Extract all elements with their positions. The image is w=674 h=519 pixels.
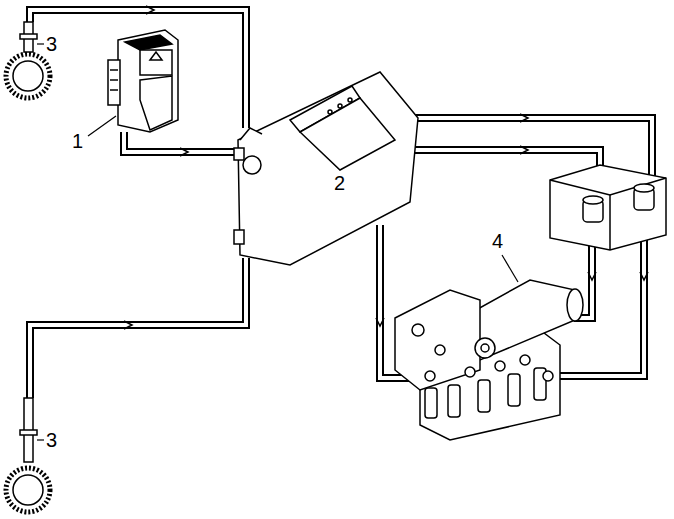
hydraulic-modulator: [567, 289, 583, 321]
wheel-speed-sensor: [13, 61, 43, 91]
relay-box: [550, 165, 666, 250]
signal-wire: [30, 258, 246, 398]
abs-switch: [110, 89, 118, 91]
callout-number: 1: [72, 130, 83, 152]
hydraulic-modulator: [412, 324, 424, 336]
wheel-speed-sensor: [6, 54, 50, 98]
leader-line: [88, 116, 116, 136]
flow-arrow: [146, 6, 154, 14]
control-module: [328, 110, 332, 114]
leader-line: [37, 44, 518, 440]
leader-line: [502, 255, 518, 282]
flow-arrow: [640, 272, 648, 280]
hydraulic-modulator: [478, 380, 490, 412]
signal-wire: [124, 132, 236, 152]
wheel-speed-sensor: [20, 34, 37, 39]
abs-switch: [110, 69, 118, 71]
hydraulic-modulator: [508, 374, 520, 406]
callout-number: 3: [46, 429, 57, 451]
control-module: [348, 98, 352, 102]
relay-box: [634, 184, 654, 192]
flow-arrow: [124, 6, 648, 329]
hydraulic-modulator: [520, 355, 530, 365]
callout-number: 4: [492, 230, 503, 252]
signal-wire: [556, 228, 644, 376]
abs-switch: [108, 30, 178, 132]
relay-box: [583, 196, 603, 204]
flow-arrow: [376, 318, 384, 326]
relay-box: [550, 165, 666, 250]
hydraulic-modulator: [395, 290, 480, 390]
hydraulic-modulator: [420, 330, 560, 440]
wheel-speed-sensor: [6, 22, 50, 512]
control-module: [243, 156, 261, 174]
flow-arrow: [520, 146, 528, 154]
callout-number: 3: [46, 33, 57, 55]
abs-switch: [150, 52, 162, 60]
control-module: [300, 98, 395, 170]
abs-switch: [140, 76, 172, 130]
abs-switch: [118, 30, 178, 132]
hydraulic-modulator: [481, 344, 489, 352]
wheel-speed-sensor: [13, 475, 43, 505]
abs-switch: [108, 60, 120, 105]
hydraulic-modulator: [435, 345, 445, 355]
wheel-speed-sensor: [20, 430, 37, 435]
relay-box: [609, 195, 611, 250]
leader-line: [37, 439, 44, 440]
hydraulic-modulator: [425, 371, 435, 381]
control-module: [238, 72, 418, 265]
abs-switch: [110, 79, 118, 81]
wheel-speed-sensor: [6, 468, 50, 512]
leader-line: [37, 43, 44, 44]
control-module: [338, 104, 342, 108]
abs-switch: [140, 50, 172, 75]
flow-arrow: [180, 148, 188, 156]
hydraulic-modulator: [475, 338, 495, 358]
signal-wire: [30, 258, 246, 398]
control-module: [234, 148, 244, 160]
hydraulic-modulator: [395, 280, 583, 440]
hydraulic-modulator: [425, 388, 437, 418]
control-module: [240, 128, 262, 140]
flow-arrow: [124, 321, 132, 329]
flow-arrow: [520, 114, 528, 122]
signal-wire: [124, 132, 236, 152]
flow-arrow: [588, 272, 596, 280]
hydraulic-modulator: [465, 367, 475, 377]
control-module: [234, 72, 418, 265]
hydraulic-modulator: [495, 361, 505, 371]
hydraulic-modulator: [448, 385, 460, 417]
hydraulic-modulator: [543, 371, 553, 381]
callout-number: 2: [334, 172, 345, 194]
control-module: [234, 230, 244, 244]
signal-wire: [556, 228, 644, 376]
abs-switch: [125, 35, 172, 50]
